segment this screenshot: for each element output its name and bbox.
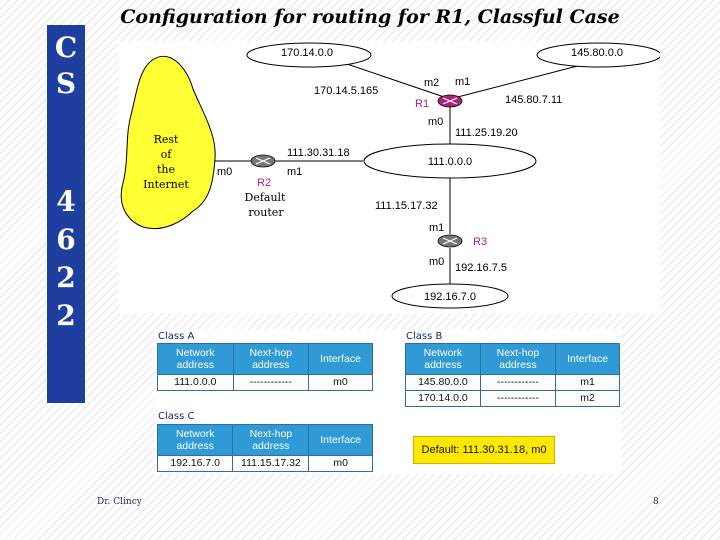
network-diagram-svg: Rest of the Internet 170.14.0.0 145.80.0…	[120, 42, 662, 309]
side-letter: 2	[56, 299, 76, 332]
class-a-caption: Class A	[158, 331, 195, 342]
router-r2-desc: router	[248, 206, 284, 219]
r3-if-m1: m1	[429, 222, 444, 234]
address-label: 111.25.19.20	[455, 127, 518, 139]
router-r3-label: R3	[473, 236, 487, 248]
r2-if-m0: m0	[217, 166, 232, 178]
default-route-box: Default: 111.30.31.18, m0	[413, 436, 555, 464]
side-letter: 4	[56, 185, 76, 218]
internet-label: Rest	[154, 133, 179, 146]
router-r1	[437, 94, 463, 108]
network-192-label: 192.16.7.0	[424, 291, 476, 303]
table-row: 111.0.0.0 ------------ m0	[157, 374, 374, 391]
r1-if-m2: m2	[424, 77, 439, 89]
col-interface: Interface	[307, 343, 374, 375]
r1-if-m0: m0	[428, 116, 443, 128]
col-interface: Interface	[308, 424, 373, 456]
network-145-label: 145.80.0.0	[571, 47, 623, 59]
internet-cloud	[120, 55, 216, 229]
table-row: 145.80.0.0 ------------ m1	[405, 374, 620, 391]
address-label: 170.14.5.165	[314, 85, 378, 97]
r2-if-m1: m1	[287, 166, 302, 178]
network-170-label: 170.14.0.0	[281, 47, 333, 59]
address-label: 111.30.31.18	[287, 147, 350, 159]
r1-if-m1: m1	[455, 76, 470, 88]
router-r2-desc: Default	[245, 191, 287, 204]
footer-page-number: 8	[653, 497, 659, 507]
router-r3	[437, 234, 463, 248]
internet-label: of	[161, 148, 173, 161]
internet-label: Internet	[143, 178, 189, 191]
router-r2-label: R2	[257, 177, 271, 189]
side-letter: S	[55, 67, 77, 100]
slide-title: Configuration for routing for R1, Classf…	[120, 6, 620, 28]
class-c-caption: Class C	[158, 411, 195, 422]
network-192-ellipse	[391, 283, 509, 309]
network-170-ellipse	[246, 42, 372, 68]
network-111-ellipse	[363, 143, 537, 179]
link-r1-n145	[449, 62, 590, 100]
internet-label: the	[157, 163, 175, 176]
link-r1-n170	[343, 62, 451, 100]
side-letter: 2	[56, 261, 76, 294]
address-label: 111.15.17.32	[375, 200, 438, 212]
address-label: 145.80.7.11	[505, 94, 562, 106]
footer-author: Dr. Clincy	[97, 497, 142, 507]
address-label: 192.16.7.5	[455, 262, 507, 274]
r3-if-m0: m0	[429, 256, 444, 268]
side-letter: 6	[56, 223, 76, 256]
course-side-bar: C S 4 6 2 2	[47, 25, 85, 403]
col-interface: Interface	[555, 343, 620, 375]
class-b-caption: Class B	[406, 331, 443, 342]
network-111-label: 111.0.0.0	[428, 156, 472, 168]
router-r1-label: R1	[415, 98, 429, 110]
table-row: 170.14.0.0 ------------ m2	[405, 390, 620, 407]
side-letter: C	[54, 31, 78, 64]
router-r2	[250, 154, 276, 168]
network-diagram: Rest of the Internet 170.14.0.0 145.80.0…	[119, 41, 662, 313]
table-row: 192.16.7.0 111.15.17.32 m0	[156, 455, 373, 472]
